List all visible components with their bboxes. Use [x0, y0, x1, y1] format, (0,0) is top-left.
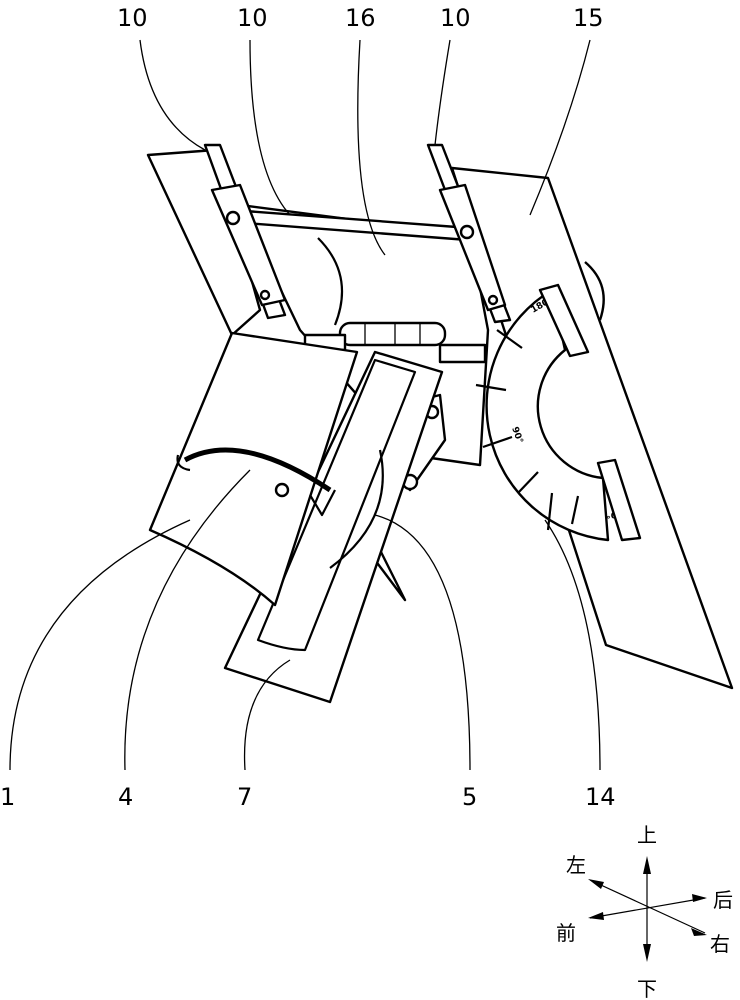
arrow-front-icon — [588, 912, 604, 920]
rail-right-clamp — [438, 183, 507, 312]
label-10-a: 10 — [117, 4, 148, 32]
bolt — [459, 224, 475, 240]
plate-16-cutout — [317, 237, 344, 326]
protractor-clamp-bottom — [596, 458, 642, 542]
arrow-left-icon — [588, 879, 604, 889]
label-1: 1 — [0, 783, 15, 811]
direction-up: 上 — [637, 823, 657, 847]
protractor-14 — [485, 288, 610, 542]
protractor-clamp-top — [538, 283, 590, 358]
hinge-leaf — [438, 343, 487, 364]
direction-front: 前 — [556, 921, 576, 945]
handle-screw — [274, 482, 290, 498]
arrow-up-icon — [643, 856, 651, 874]
bolt — [259, 289, 271, 301]
direction-right: 右 — [710, 932, 730, 956]
bolt — [225, 210, 241, 226]
plate-1 — [148, 331, 359, 607]
direction-indicator: 上 下 左 右 前 后 — [556, 823, 733, 1000]
protractor-ticks — [475, 329, 580, 531]
handle-4-outline — [176, 454, 336, 517]
direction-left: 左 — [566, 853, 586, 877]
label-15: 15 — [573, 4, 604, 32]
plate-5-edge — [329, 449, 384, 569]
arrow-right-icon — [691, 928, 707, 936]
label-10-c: 10 — [440, 4, 471, 32]
direction-back: 后 — [713, 888, 733, 912]
direction-down: 下 — [637, 977, 657, 1000]
label-10-b: 10 — [237, 4, 268, 32]
arrow-back-icon — [692, 894, 707, 902]
label-5: 5 — [462, 783, 477, 811]
plate-7-slot — [256, 358, 417, 652]
leader-lines — [9, 39, 601, 771]
label-7: 7 — [237, 783, 252, 811]
back-plate-left — [146, 148, 262, 337]
plate-15-knob — [584, 261, 605, 321]
label-4: 4 — [118, 783, 133, 811]
protractor-mark-0: 0° — [606, 509, 617, 519]
label-16: 16 — [345, 4, 376, 32]
label-14: 14 — [585, 783, 616, 811]
bolt — [487, 294, 499, 306]
handle-4 — [183, 447, 332, 493]
arrow-down-icon — [643, 944, 651, 962]
hinge — [338, 321, 447, 347]
